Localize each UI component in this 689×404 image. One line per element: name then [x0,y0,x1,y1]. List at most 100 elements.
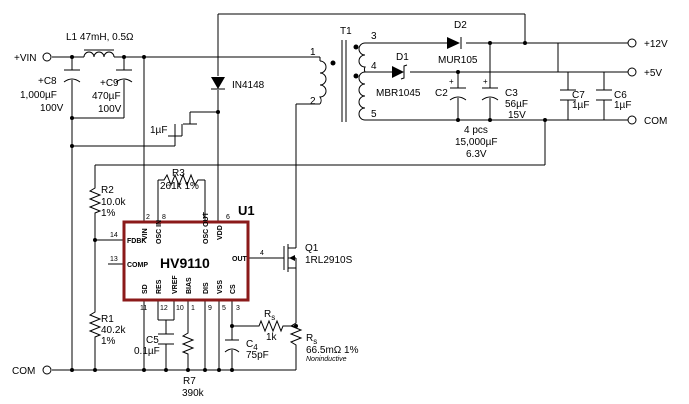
t1-pin4: 4 [371,61,377,72]
capacitor-c9-voltage: 100V [98,104,122,115]
ic-pin-top-num-3: 7 [202,214,206,221]
ic-pin-bottom-num-4: 1 [191,305,195,312]
ic-pin-bottom-num-2: 12 [160,305,168,312]
ic-pin-bottom-num-6: 5 [222,305,226,312]
capacitor-c8-name: +C8 [38,76,57,87]
capacitor-c4-name: C [246,339,253,350]
diode-d2-part: MUR105 [438,55,478,66]
terminal-com-in[interactable]: COM [12,365,52,377]
resistor-rs2-value: 66.5mΩ 1% [306,345,359,356]
diode-d1: D1 MBR1045 [376,52,421,99]
resistor-r7-value: 390k [182,388,205,399]
terminal-com-out[interactable]: COM [627,115,667,127]
ic-pin-vdd: VDD [217,225,224,240]
capacitor-c3-value: 56µF [505,99,528,110]
wires [52,13,628,371]
capacitor-c9-name: +C9 [100,78,119,89]
diode-d2-name: D2 [454,20,467,31]
capacitor-c9: +C9 470µF 100V [92,69,133,115]
resistor-rs1-name: R [264,309,271,320]
resistor-r3-value: 261k 1% [160,181,199,192]
capacitor-c6-name: C6 [614,90,627,101]
ic-pin-top-num-2: 8 [162,214,166,221]
ic-hv9110: U1 HV9110 2 8 7 6 VIN OSC IN OSC OUT VDD… [110,203,264,312]
junction-dots [70,41,547,372]
t1-pin5: 5 [371,109,377,120]
ic-name: HV9110 [160,255,210,271]
capacitor-c7-value: 1µF [572,100,589,111]
capacitor-c2-note1: 4 pcs [464,125,488,136]
svg-text:+: + [483,77,488,86]
ic-pin-fdbk: FDBK [127,238,146,245]
t1-pin3: 3 [371,31,377,42]
svg-text:+: + [449,77,454,86]
resistor-r2: R2 10.0k 1% [88,185,126,219]
ic-pin-osc-in: OSC IN [156,220,163,244]
ic-pin-comp: COMP [127,262,148,269]
diode-in4148: IN4148 [211,77,265,91]
ic-pin-out: OUT [232,256,248,263]
ic-pin-bottom-num-3: 10 [176,305,184,312]
capacitor-c3-voltage: 15V [508,110,526,121]
ic-pin-left-num-2: 13 [110,256,118,263]
resistor-r1: R1 40.2k 1% [88,308,126,347]
resistor-r7-name: R7 [183,376,196,387]
svg-text:Rs: Rs [264,309,275,322]
capacitor-c2-name: C2 [435,88,448,99]
resistor-rs1-value: 1k [266,332,278,343]
capacitor-c2-note2: 15,000µF [455,137,497,148]
capacitor-c8-value: 1,000µF [20,90,57,101]
resistor-r2-name: R2 [101,185,114,196]
capacitor-c4-sub: 4 [253,343,258,352]
ic-pin-res: RES [156,279,163,294]
mosfet-q1: Q1 1RL2910S [283,235,353,272]
mosfet-q1-part: 1RL2910S [305,255,353,266]
capacitor-c4: C4 75pF [224,339,269,361]
capacitor-c7: C7 1µF [560,89,589,111]
resistor-r2-value: 10.0k [101,197,126,208]
resistor-r7: R7 390k [181,330,205,399]
terminal-vin-label: +VIN [14,53,37,64]
inductor-l1-label: L1 47mH, 0.5Ω [66,32,134,43]
mosfet-q1-name: Q1 [305,243,319,254]
resistor-r3-name: R3 [172,168,185,179]
diode-d1-name: D1 [396,52,409,63]
capacitor-c7-name: C7 [572,90,585,101]
resistor-rs-sense: Rs 66.5mΩ 1% Noninductive [289,320,359,363]
resistor-r1-tol: 1% [101,336,116,347]
capacitor-c8-voltage: 100V [40,103,64,114]
capacitor-c8: +C8 1,000µF 100V [20,69,81,114]
ic-ref: U1 [238,203,255,218]
ic-pin-bottom-num-7: 3 [236,305,240,312]
terminal-com-out-label: COM [644,116,667,127]
svg-text:C4: C4 [246,339,258,352]
capacitor-c6: C6 1µF [596,89,631,111]
ic-pin-top-num-1: 2 [146,214,150,221]
t1-pin2: 2 [310,96,316,107]
diode-d2: D2 MUR105 [438,20,478,66]
terminal-com-in-label: COM [12,366,35,377]
capacitor-c5-value: 0.1µF [134,346,160,357]
resistor-rs2-note: Noninductive [306,356,347,363]
ic-pin-sd: SD [142,284,149,294]
capacitor-1uf-label: 1µF [150,125,167,136]
ic-pin-vin: VIN [142,228,149,240]
t1-pin1: 1 [310,47,316,58]
terminal-12v-label: +12V [644,39,668,50]
terminal-12v[interactable]: +12V [627,38,668,50]
ic-pin-bottom-num-1: 11 [140,305,147,312]
ic-pin-bottom-num-5: 9 [208,305,212,312]
terminal-5v[interactable]: +5V [627,67,662,79]
resistor-r2-tol: 1% [101,208,116,219]
terminal-vin[interactable]: +VIN [14,52,52,64]
ic-pin-osc-out: OSC OUT [203,211,210,244]
diode-in4148-label: IN4148 [232,80,265,91]
resistor-r1-name: R1 [101,314,114,325]
capacitor-c3: + C3 56µF 15V [481,77,528,121]
terminal-5v-label: +5V [644,68,662,79]
svg-text:Rs: Rs [306,333,317,346]
ic-pin-top-num-4: 6 [226,214,230,221]
capacitor-c4-value: 75pF [246,350,269,361]
capacitor-c9-value: 470µF [92,91,121,102]
